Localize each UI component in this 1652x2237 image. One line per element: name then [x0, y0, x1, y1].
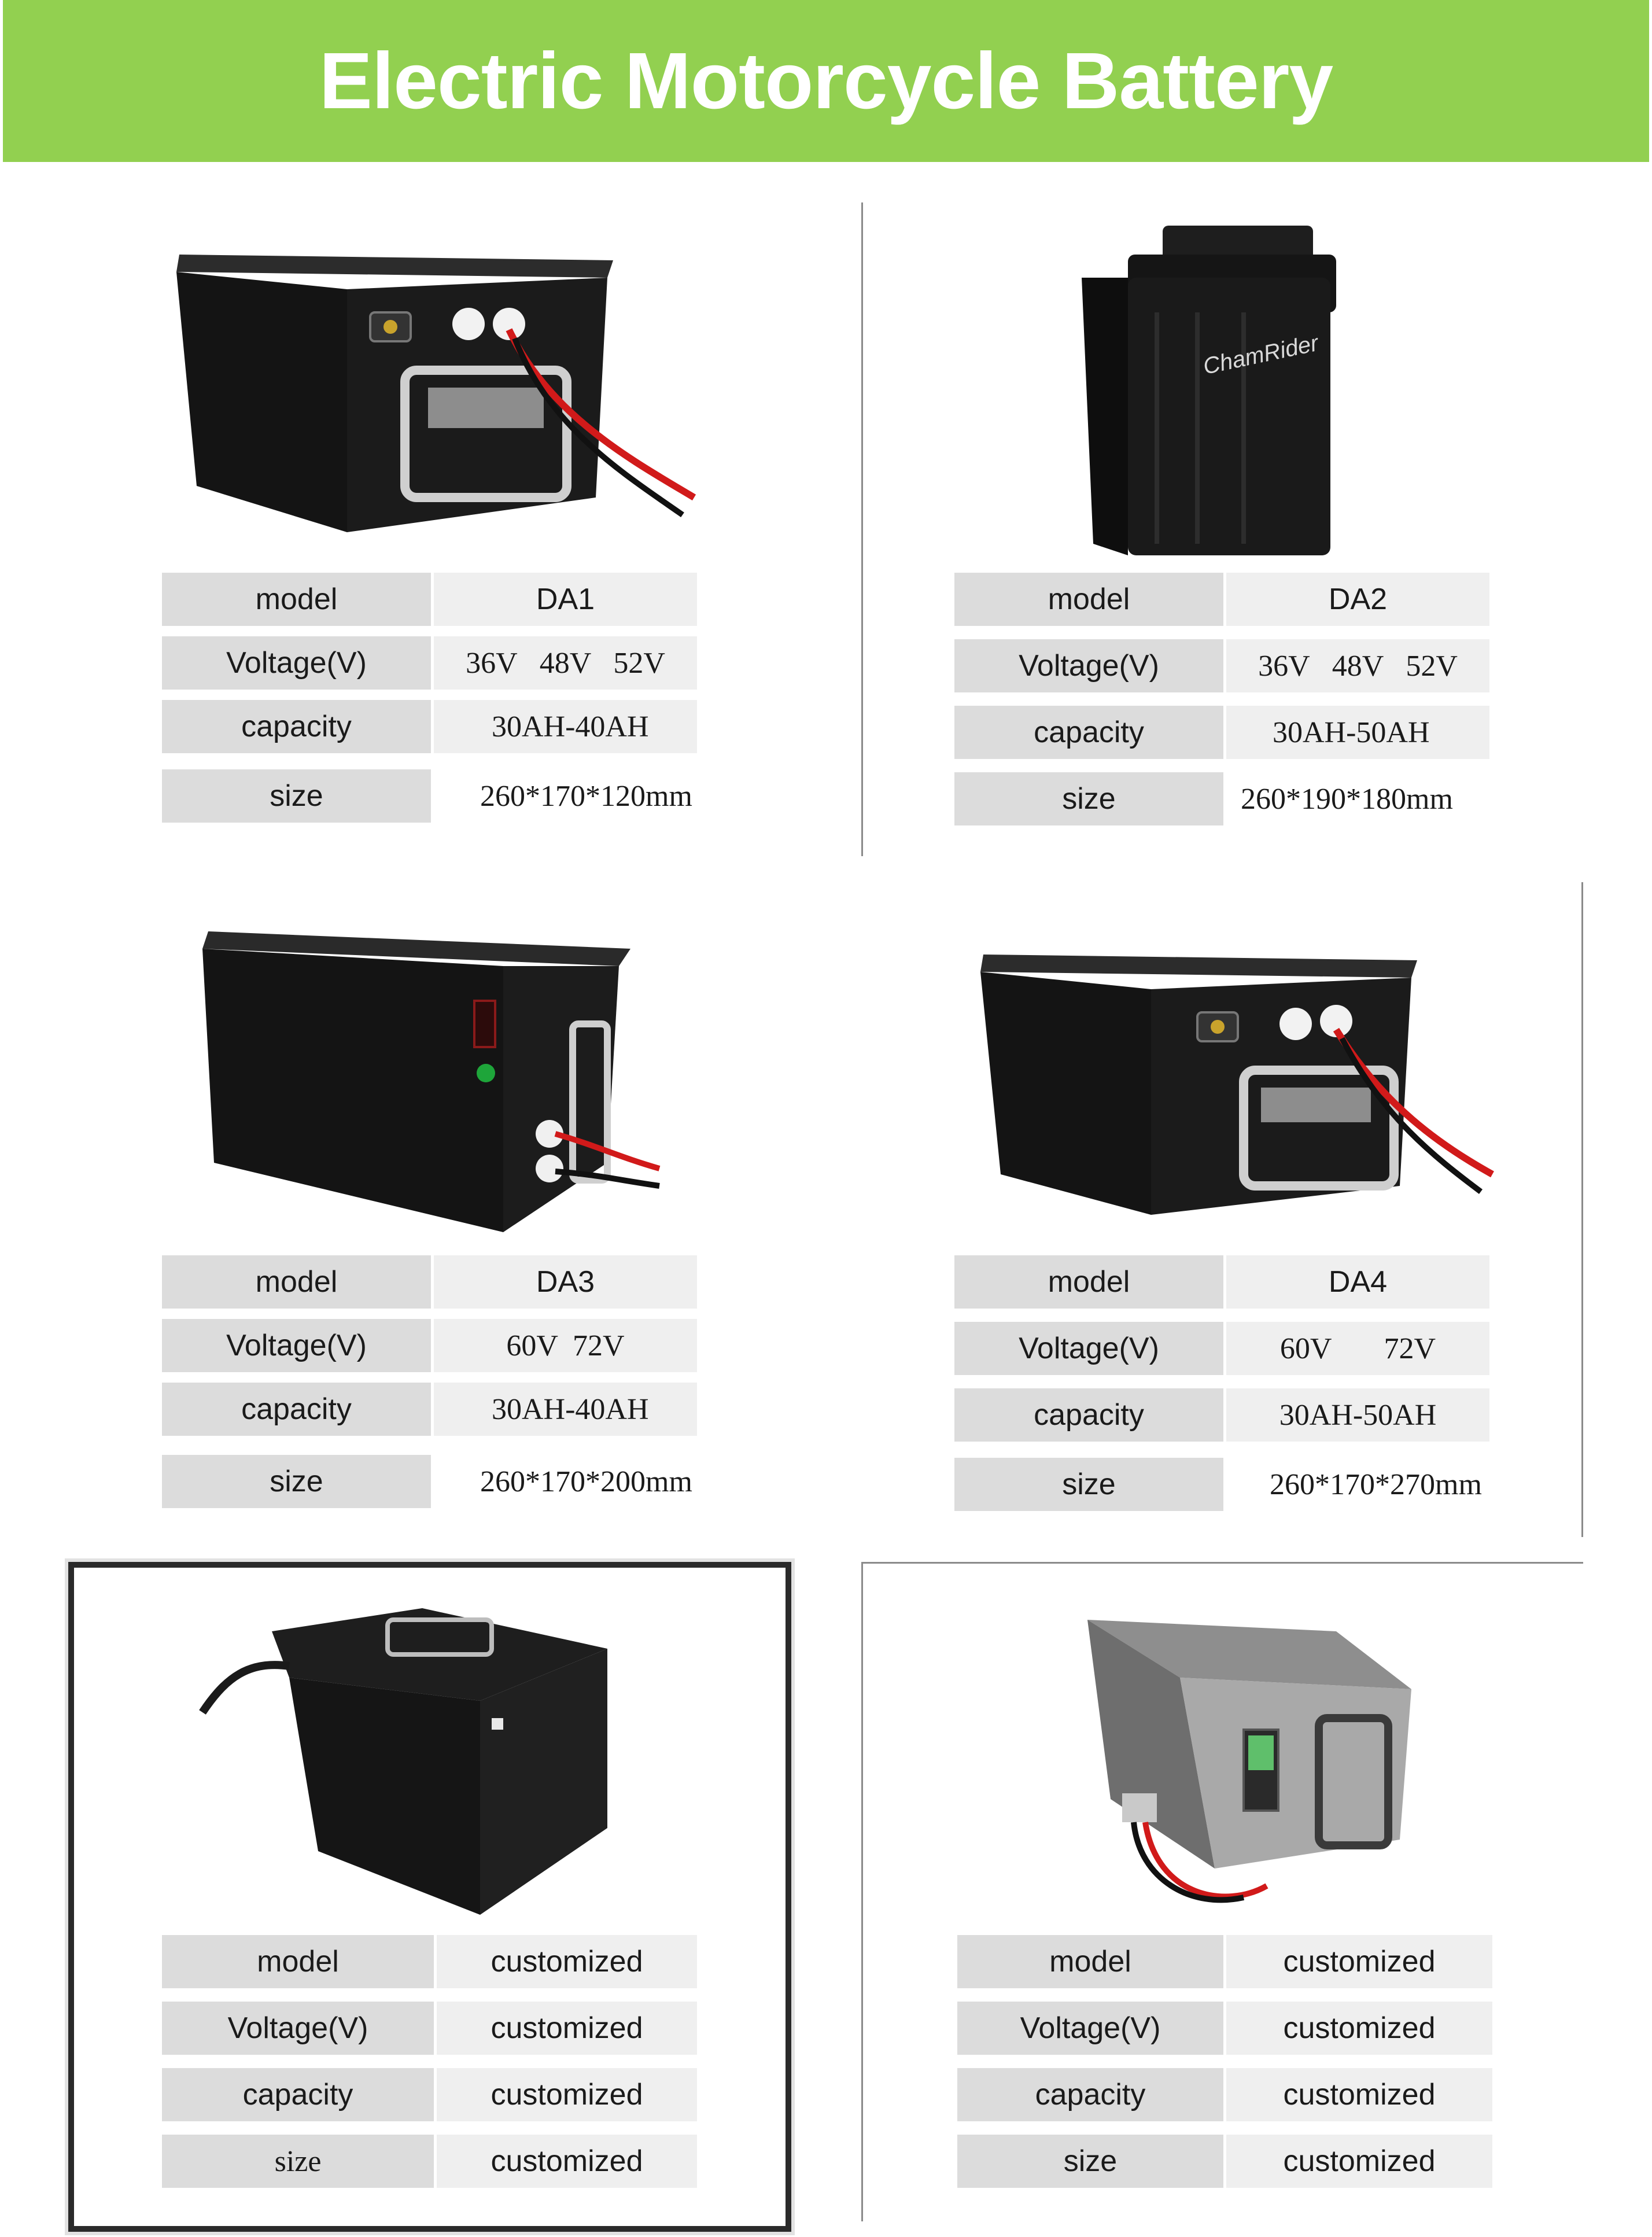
product-image-1 [174, 243, 711, 544]
spec-value: 260*170*270mm [1270, 1468, 1482, 1501]
spec-label: model [954, 573, 1223, 626]
spec-label: Voltage(V) [162, 636, 431, 690]
spec-value: 36V 48V 52V [434, 636, 697, 690]
spec-value: DA4 [1226, 1255, 1489, 1309]
page-title: Electric Motorcycle Battery [319, 36, 1333, 126]
spec-value: 60V 72V [434, 1319, 697, 1372]
spec-value: customized [1226, 2002, 1492, 2055]
spec-value: 30AH-50AH [1226, 706, 1489, 759]
spec-label: model [162, 1935, 434, 1988]
spec-label: Voltage(V) [954, 1322, 1223, 1375]
spec-value: DA3 [434, 1255, 697, 1309]
black-battery-box-with-handle-icon [980, 954, 1494, 1215]
spec-value: 260*170*200mm [480, 1465, 692, 1498]
black-battery-case-with-cable-icon [199, 1608, 607, 1915]
tall-black-battery-pack-icon: ChamRider [1082, 226, 1336, 555]
spec-label: model [162, 573, 431, 626]
spec-label: size [954, 772, 1223, 825]
spec-value: customized [1226, 2135, 1492, 2188]
spec-value: DA1 [434, 573, 697, 626]
spec-label: model [954, 1255, 1223, 1309]
product-image-5 [191, 1597, 630, 1921]
spec-label: size [954, 1458, 1223, 1511]
spec-label: model [162, 1255, 431, 1309]
spec-value: customized [1226, 1935, 1492, 1988]
spec-value: 30AH-50AH [1226, 1388, 1489, 1442]
spec-value: customized [1226, 2068, 1492, 2121]
spec-label: size [162, 2135, 434, 2188]
spec-value: DA2 [1226, 573, 1489, 626]
header-banner: Electric Motorcycle Battery [3, 0, 1649, 162]
spec-value: customized [437, 2068, 697, 2121]
divider-vertical-top [861, 202, 863, 856]
spec-label: size [957, 2135, 1223, 2188]
spec-label: capacity [162, 1383, 431, 1436]
spec-label: size [162, 769, 431, 823]
product-image-3 [202, 914, 665, 1238]
product-image-2: ChamRider [1082, 220, 1342, 567]
spec-label: capacity [954, 1388, 1223, 1442]
spec-label: size [162, 1455, 431, 1508]
spec-label: Voltage(V) [957, 2002, 1223, 2055]
steel-battery-case-with-display-icon [1087, 1620, 1411, 1903]
spec-label: model [957, 1935, 1223, 1988]
spec-label: Voltage(V) [162, 2002, 434, 2055]
spec-value: 60V 72V [1226, 1322, 1489, 1375]
spec-value: customized [437, 2135, 697, 2188]
product-frame [68, 1562, 791, 2232]
spec-value: 30AH-40AH [434, 1383, 697, 1436]
divider-vertical-middle [1581, 882, 1583, 1537]
spec-label: capacity [162, 2068, 434, 2121]
divider-vertical-bottom [861, 1562, 863, 2221]
spec-value: 260*170*120mm [480, 779, 692, 813]
spec-value: 36V 48V 52V [1226, 639, 1489, 692]
spec-value: 30AH-40AH [434, 700, 697, 753]
black-battery-box-with-display-icon [202, 931, 661, 1232]
spec-label: capacity [162, 700, 431, 753]
divider-horizontal-bottom [861, 1562, 1583, 1564]
product-image-4 [978, 943, 1498, 1221]
spec-label: Voltage(V) [162, 1319, 431, 1372]
spec-label: capacity [957, 2068, 1223, 2121]
spec-value: customized [437, 2002, 697, 2055]
spec-value: customized [437, 1935, 697, 1988]
black-battery-box-with-handle-icon [176, 255, 696, 532]
spec-label: Voltage(V) [954, 639, 1223, 692]
spec-value: 260*190*180mm [1241, 782, 1453, 816]
spec-label: capacity [954, 706, 1223, 759]
product-image-6 [1076, 1608, 1481, 1932]
